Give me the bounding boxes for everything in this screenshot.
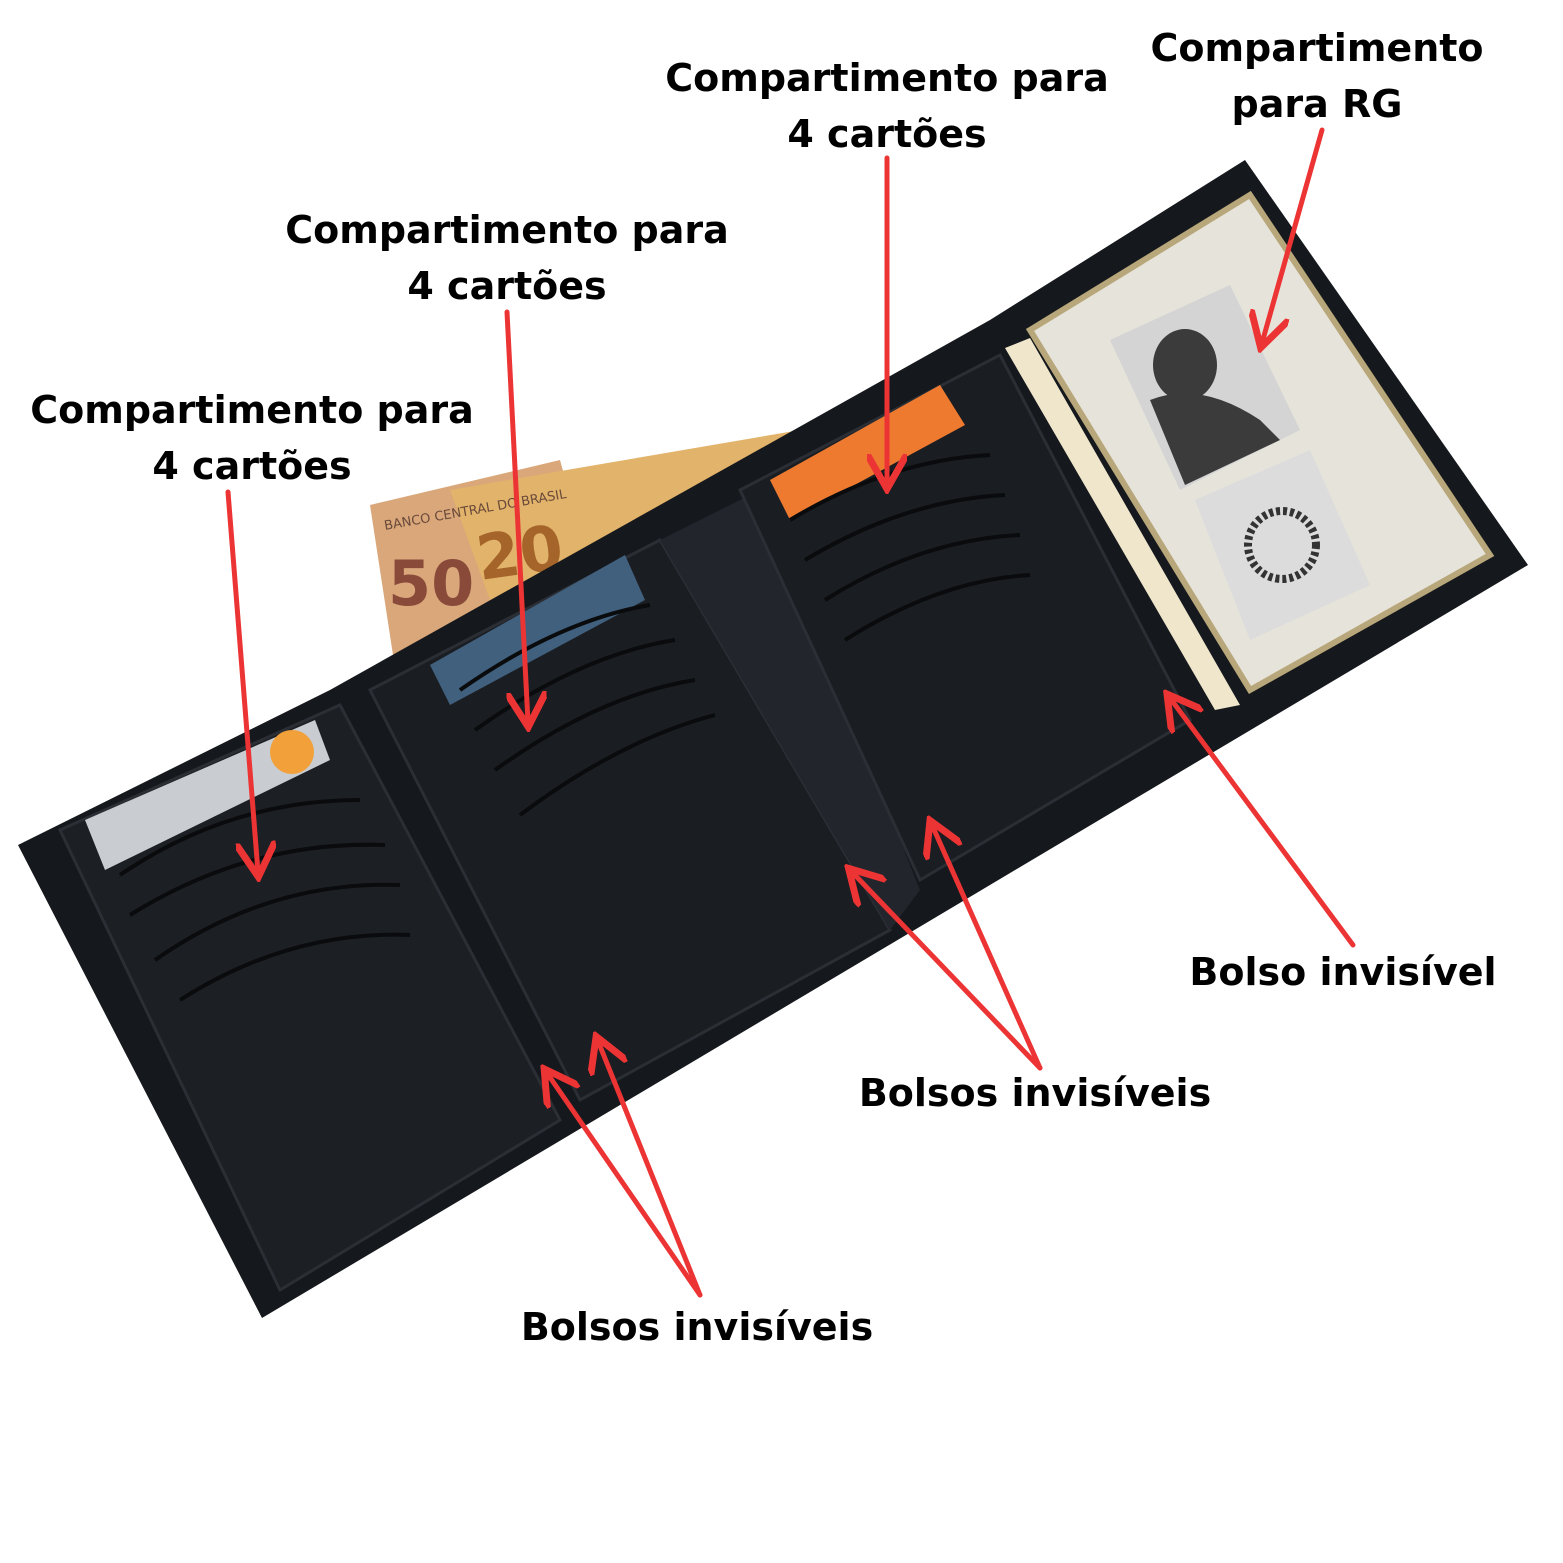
label-line: Compartimento para (285, 208, 729, 252)
arrow-cards-left (225, 489, 258, 872)
card-left (85, 720, 330, 870)
wallet-panel-center (660, 490, 920, 930)
label-line: 4 cartões (407, 264, 607, 308)
label-line: para RG (1231, 82, 1403, 126)
label-hidden-pocket: Bolso invisível (1189, 950, 1497, 994)
label-cards-right: Compartimento para 4 cartões (665, 50, 1109, 162)
id-fingerprint-box (1195, 450, 1370, 640)
arrow-hidden-pockets-right-a (852, 872, 1043, 1071)
label-line: Compartimento (1150, 26, 1484, 70)
arrow-rg (1262, 127, 1325, 343)
card-slots (118, 453, 1031, 1002)
arrow-cards-middle (504, 309, 528, 722)
label-cards-middle: Compartimento para 4 cartões (285, 202, 729, 314)
label-hidden-pockets-left: Bolsos invisíveis (520, 1305, 874, 1349)
arrow-hidden-pockets-left-a (547, 1073, 703, 1298)
arrow-hidden-pockets-left-b (598, 1041, 703, 1298)
label-line: 4 cartões (787, 112, 987, 156)
arrow-hidden-pockets-right-b (932, 825, 1043, 1071)
label-line: 4 cartões (152, 444, 352, 488)
annotation-arrows (225, 127, 1356, 1298)
card-right (770, 385, 965, 520)
label-line: Compartimento para (665, 56, 1109, 100)
arrow-hidden-pocket (1170, 698, 1356, 948)
banknote-value-50: 50 (388, 547, 474, 620)
label-line: Compartimento para (30, 388, 474, 432)
label-hidden-pockets-right: Bolsos invisíveis (858, 1071, 1212, 1115)
label-cards-left: Compartimento para 4 cartões (30, 382, 474, 494)
card-middle (430, 555, 645, 705)
label-rg: Compartimento para RG (1150, 20, 1483, 132)
bill-edge (1005, 338, 1240, 710)
